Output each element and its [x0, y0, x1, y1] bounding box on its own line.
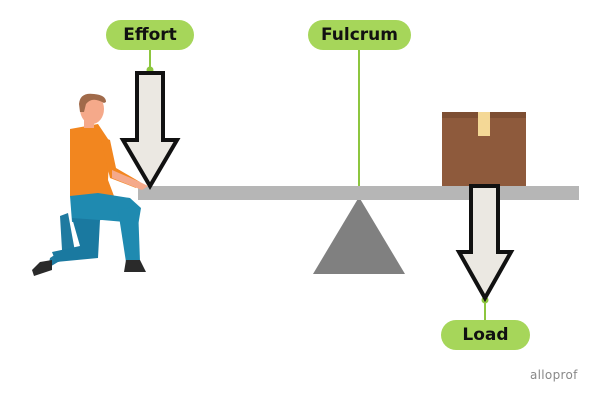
- lever-beam: [138, 186, 579, 200]
- load-arrow-icon: [455, 184, 515, 303]
- fulcrum-label: Fulcrum: [308, 20, 411, 50]
- fulcrum-triangle: [313, 197, 405, 274]
- kneeling-person-icon: [32, 93, 148, 276]
- cardboard-box-icon: [442, 112, 526, 186]
- effort-label: Effort: [106, 20, 194, 50]
- effort-arrow-icon: [119, 71, 181, 190]
- leader-lines: [146, 50, 489, 320]
- load-label: Load: [441, 320, 530, 350]
- watermark-logo: alloprof: [530, 368, 578, 382]
